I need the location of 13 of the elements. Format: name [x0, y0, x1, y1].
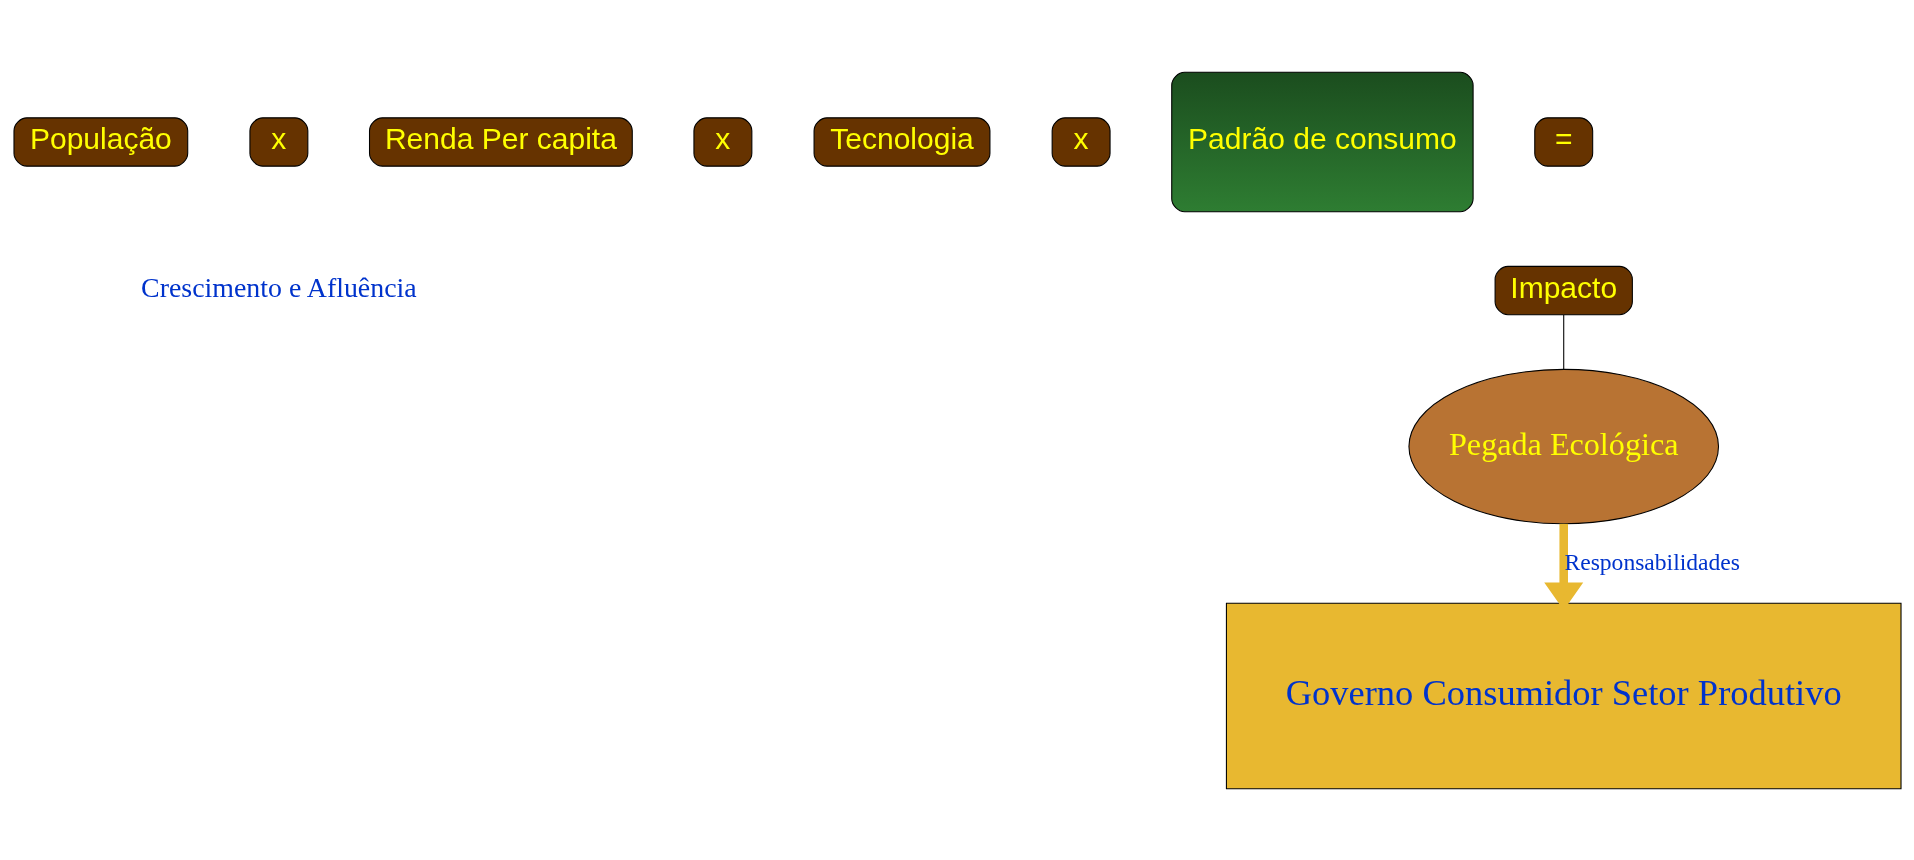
connector: [1562, 313, 1564, 370]
node-box: Padrão de consumo: [1170, 71, 1474, 212]
node-ellipse: Pegada Ecológica: [1407, 368, 1719, 524]
node-box: Governo Consumidor Setor Produtivo: [1225, 602, 1902, 789]
node-box: x: [1051, 116, 1111, 167]
node-box: Tecnologia: [813, 116, 990, 167]
node-box: x: [248, 116, 308, 167]
label: Crescimento e Afluência: [140, 271, 417, 303]
node-box: x: [692, 116, 752, 167]
node-box: Impacto: [1494, 265, 1633, 315]
node-box: Renda Per capita: [368, 116, 633, 167]
node-box: =: [1533, 116, 1593, 167]
node-box: População: [12, 116, 188, 167]
